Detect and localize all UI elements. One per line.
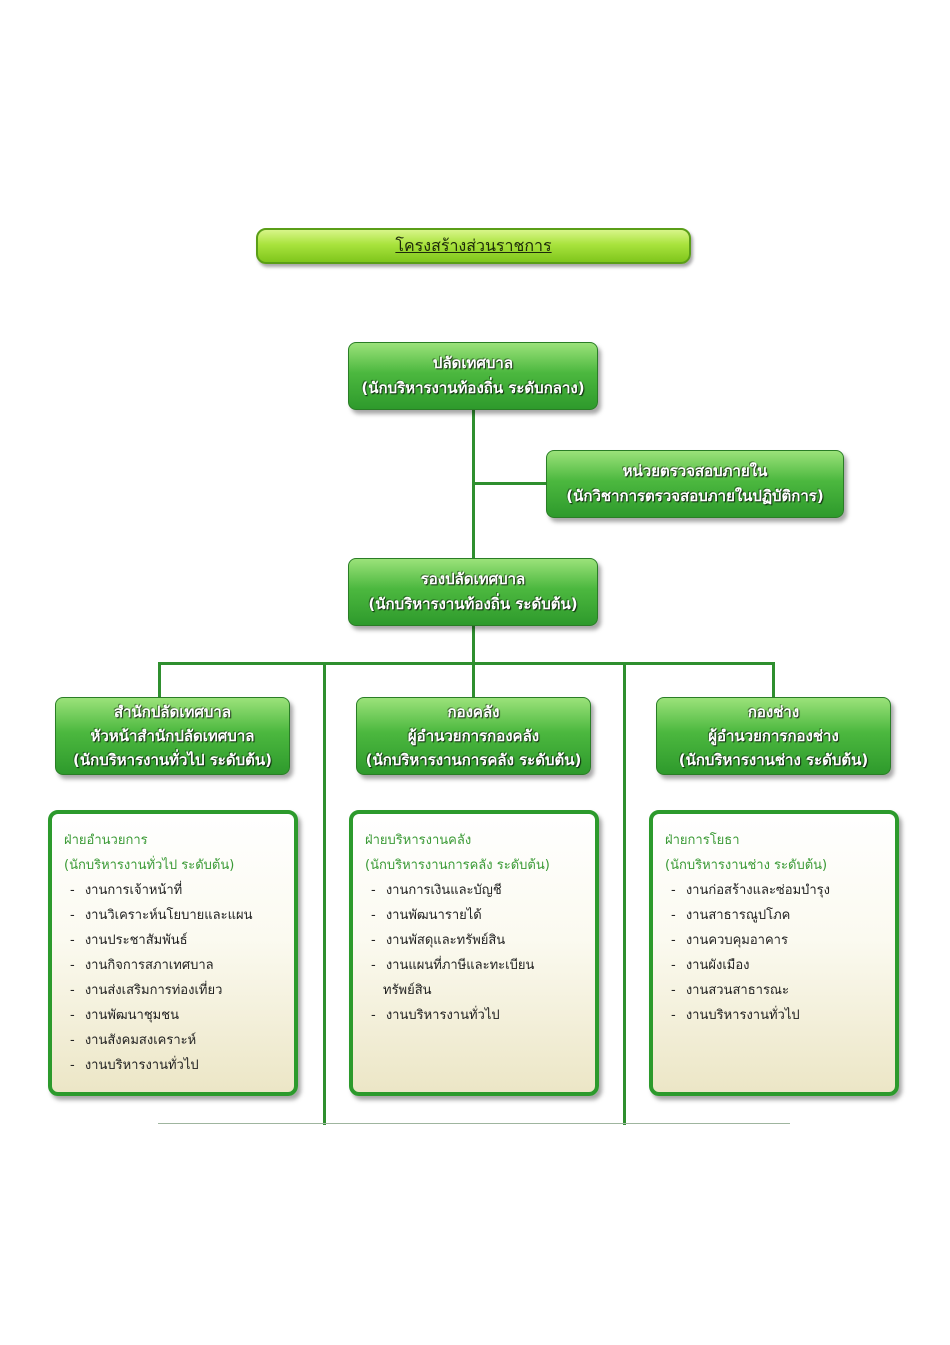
- division-level: (นักบริหารงานช่าง ระดับต้น): [678, 751, 869, 769]
- task-item-text: งานแผนที่ภาษีและทะเบียน: [385, 958, 535, 973]
- unit-box-public-works: ฝ่ายการโยธา (นักบริหารงานช่าง ระดับต้น) …: [649, 810, 899, 1096]
- connector-drop-middle: [472, 662, 475, 698]
- unit-name: ฝ่ายการโยธา: [665, 833, 740, 848]
- connector-drop-right: [772, 662, 775, 698]
- box-deputy-clerk-title: รองปลัดเทศบาล: [420, 570, 526, 588]
- unit-name: ฝ่ายอำนวยการ: [64, 833, 148, 848]
- box-division-finance: กองคลัง ผู้อำนวยการกองคลัง (นักบริหารงาน…: [356, 697, 591, 775]
- task-item: งานพัฒนารายได้: [371, 903, 585, 928]
- division-name: กองช่าง: [747, 703, 800, 721]
- box-division-clerk-office: สำนักปลัดเทศบาล หัวหน้าสำนักปลัดเทศบาล (…: [55, 697, 290, 775]
- task-item: งานสวนสาธารณะ: [671, 978, 885, 1003]
- task-item: งานกิจการสภาเทศบาล: [70, 953, 284, 978]
- task-item: งานบริหารงานทั่วไป: [671, 1003, 885, 1028]
- connector-deputy-down: [472, 625, 475, 665]
- division-head: ผู้อำนวยการกองช่าง: [708, 727, 839, 745]
- bottom-rule: [158, 1123, 790, 1124]
- box-division-engineering: กองช่าง ผู้อำนวยการกองช่าง (นักบริหารงาน…: [656, 697, 891, 775]
- division-head: หัวหน้าสำนักปลัดเทศบาล: [90, 727, 255, 745]
- box-internal-audit-level: (นักวิชาการตรวจสอบภายในปฏิบัติการ): [566, 487, 824, 505]
- chart-title: โครงสร้างส่วนราชการ: [256, 228, 691, 264]
- connector-top-to-deputy: [472, 410, 475, 560]
- task-item: งานวิเคราะห์นโยบายและแผน: [70, 903, 284, 928]
- unit-name: ฝ่ายบริหารงานคลัง: [365, 833, 472, 848]
- task-item: งานพัสดุและทรัพย์สิน: [371, 928, 585, 953]
- connector-drop-left: [158, 662, 161, 698]
- unit-level: (นักบริหารงานช่าง ระดับต้น): [665, 858, 828, 873]
- task-list: งานการเงินและบัญชี งานพัฒนารายได้ งานพัส…: [365, 878, 585, 1028]
- box-internal-audit: หน่วยตรวจสอบภายใน (นักวิชาการตรวจสอบภายใ…: [546, 450, 844, 518]
- column-divider-right: [623, 662, 626, 1125]
- task-item: งานประชาสัมพันธ์: [70, 928, 284, 953]
- box-deputy-clerk: รองปลัดเทศบาล (นักบริหารงานท้องถิ่น ระดั…: [348, 558, 598, 626]
- chart-title-text: โครงสร้างส่วนราชการ: [395, 235, 552, 255]
- box-municipal-clerk-level: (นักบริหารงานท้องถิ่น ระดับกลาง): [361, 379, 585, 397]
- task-item: งานการเจ้าหน้าที่: [70, 878, 284, 903]
- column-divider-left: [323, 662, 326, 1125]
- task-list: งานการเจ้าหน้าที่ งานวิเคราะห์นโยบายและแ…: [64, 878, 284, 1078]
- task-item: งานผังเมือง: [671, 953, 885, 978]
- task-item: งานควบคุมอาคาร: [671, 928, 885, 953]
- task-item: งานสังคมสงเคราะห์: [70, 1028, 284, 1053]
- unit-level: (นักบริหารงานการคลัง ระดับต้น): [365, 858, 550, 873]
- task-item: งานการเงินและบัญชี: [371, 878, 585, 903]
- task-item-continuation: ทรัพย์สิน: [383, 983, 432, 998]
- task-item: งานบริหารงานทั่วไป: [371, 1003, 585, 1028]
- division-name: สำนักปลัดเทศบาล: [113, 703, 232, 721]
- connector-audit-branch: [472, 482, 548, 485]
- task-item: งานส่งเสริมการท่องเที่ยว: [70, 978, 284, 1003]
- box-municipal-clerk-title: ปลัดเทศบาล: [432, 354, 514, 372]
- task-item: งานบริหารงานทั่วไป: [70, 1053, 284, 1078]
- division-head: ผู้อำนวยการกองคลัง: [407, 727, 540, 745]
- task-list: งานก่อสร้างและซ่อมบำรุง งานสาธารณูปโภค ง…: [665, 878, 885, 1028]
- box-municipal-clerk: ปลัดเทศบาล (นักบริหารงานท้องถิ่น ระดับกล…: [348, 342, 598, 410]
- unit-level: (นักบริหารงานทั่วไป ระดับต้น): [64, 858, 235, 873]
- task-item: งานก่อสร้างและซ่อมบำรุง: [671, 878, 885, 903]
- task-item: งานพัฒนาชุมชน: [70, 1003, 284, 1028]
- connector-horizontal-bus: [158, 662, 775, 665]
- unit-box-finance-admin: ฝ่ายบริหารงานคลัง (นักบริหารงานการคลัง ร…: [349, 810, 599, 1096]
- box-internal-audit-title: หน่วยตรวจสอบภายใน: [622, 462, 768, 480]
- division-level: (นักบริหารงานการคลัง ระดับต้น): [365, 751, 582, 769]
- division-name: กองคลัง: [447, 703, 500, 721]
- task-item: งานสาธารณูปโภค: [671, 903, 885, 928]
- division-level: (นักบริหารงานทั่วไป ระดับต้น): [73, 751, 272, 769]
- unit-box-administration: ฝ่ายอำนวยการ (นักบริหารงานทั่วไป ระดับต้…: [48, 810, 298, 1096]
- box-deputy-clerk-level: (นักบริหารงานท้องถิ่น ระดับต้น): [368, 595, 578, 613]
